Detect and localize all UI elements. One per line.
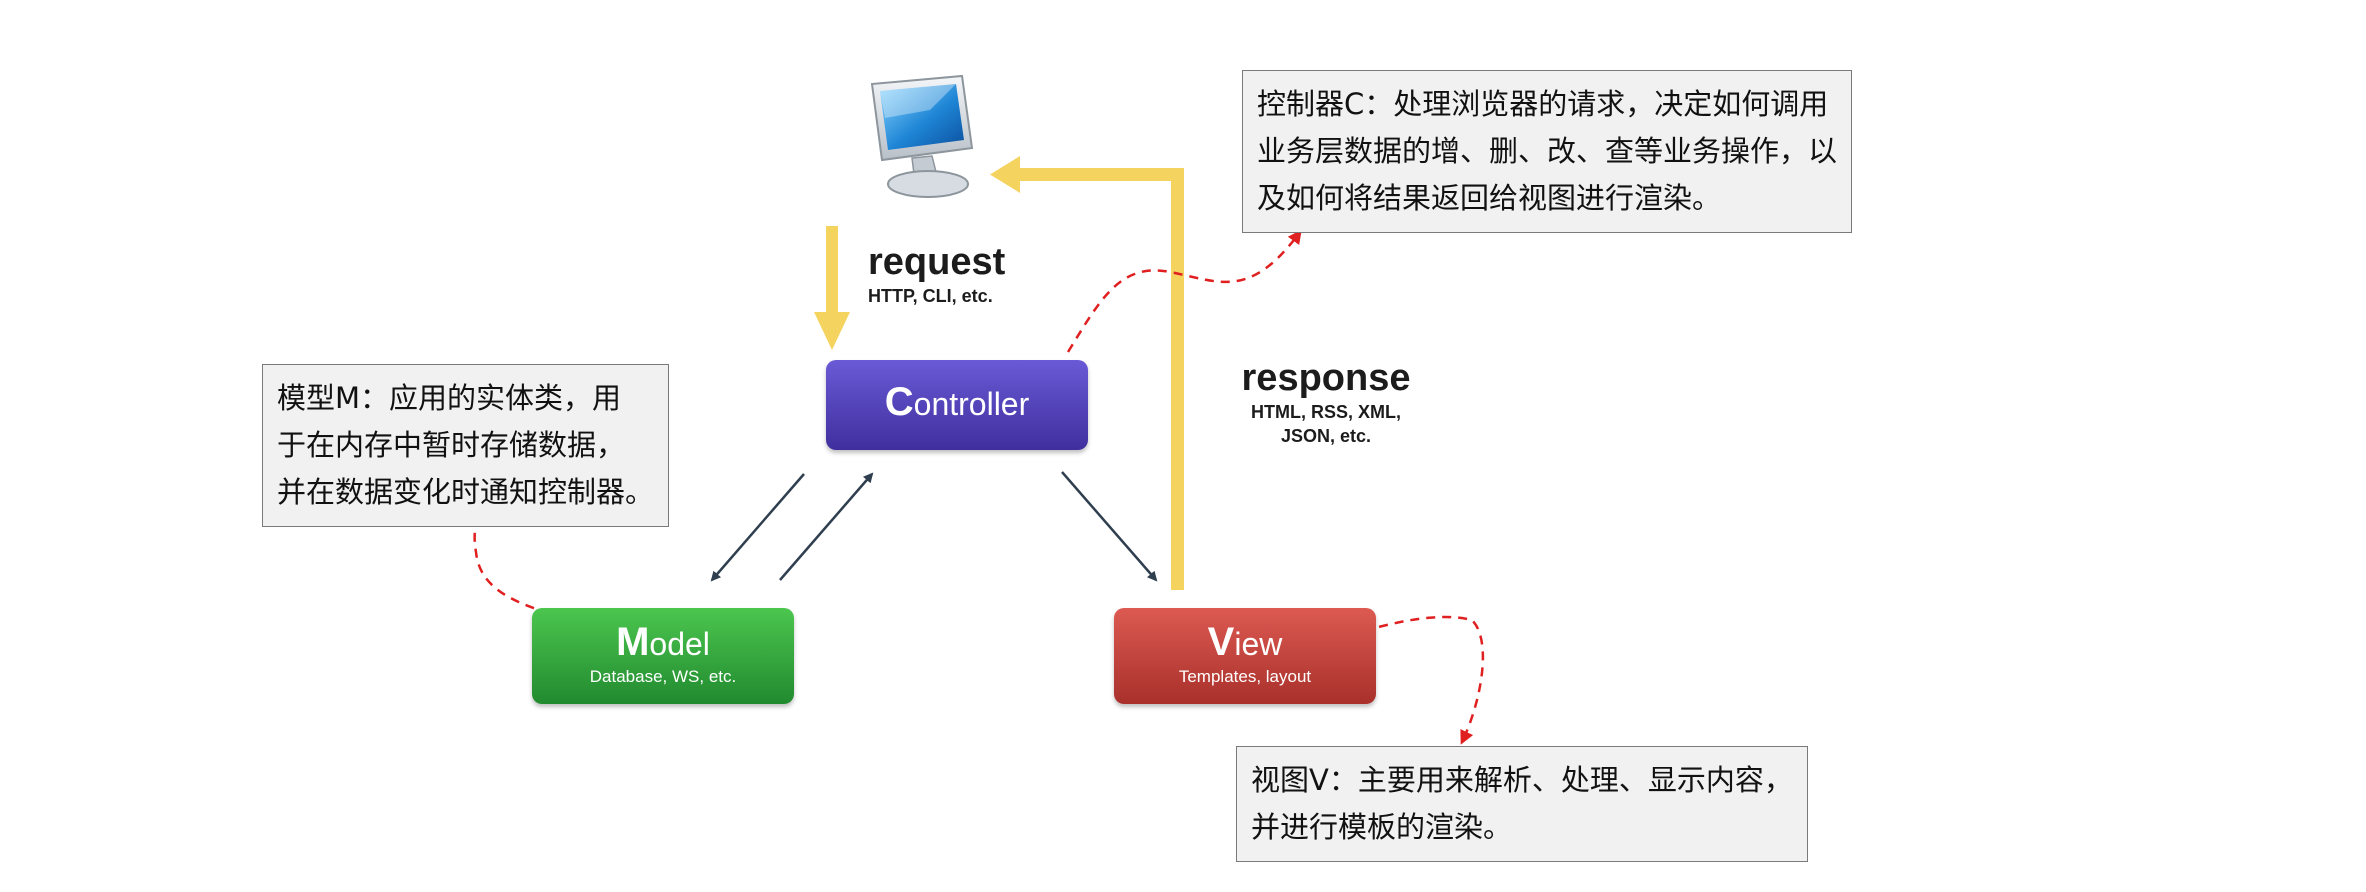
model-note-line-3: 并在数据变化时通知控制器。 xyxy=(277,475,655,509)
view-initial: V xyxy=(1207,620,1235,664)
view-name-rest: iew xyxy=(1234,626,1283,662)
response-subtitle-line-2: JSON, etc. xyxy=(1280,426,1372,446)
model-node: Model Database, WS, etc. xyxy=(532,608,794,704)
controller-to-model-arrow xyxy=(710,473,805,582)
view-title: View xyxy=(1114,622,1376,662)
view-subtitle: Templates, layout xyxy=(1178,667,1312,686)
response-subtitle-line-1: HTML, RSS, XML, xyxy=(1251,402,1401,422)
request-title: request xyxy=(868,241,1006,283)
model-subtitle: Database, WS, etc. xyxy=(589,667,737,686)
controller-note-leader xyxy=(1066,229,1302,353)
controller-name-rest: ontroller xyxy=(913,386,1030,422)
controller-note-line-2: 业务层数据的增、删、改、查等业务操作，以 xyxy=(1257,134,1838,168)
model-to-controller-arrow xyxy=(779,472,874,581)
response-title: response xyxy=(1241,357,1411,399)
computer-monitor-icon xyxy=(870,74,974,198)
model-name-rest: odel xyxy=(649,626,710,662)
request-arrow xyxy=(814,226,850,350)
view-note-line-2: 并进行模板的渲染。 xyxy=(1251,810,1513,844)
controller-title: Controller xyxy=(826,382,1088,422)
controller-to-view-arrow xyxy=(1061,471,1158,582)
controller-note-line-1: 控制器C：处理浏览器的请求，决定如何调用 xyxy=(1257,87,1829,121)
model-note-line-1: 模型M：应用的实体类，用 xyxy=(277,381,622,415)
view-note: 视图V：主要用来解析、处理、显示内容， 并进行模板的渲染。 xyxy=(1236,746,1808,862)
controller-node: Controller xyxy=(826,360,1088,450)
model-initial: M xyxy=(616,620,650,664)
view-node: View Templates, layout xyxy=(1114,608,1376,704)
model-note-line-2: 于在内存中暂时存储数据， xyxy=(277,428,626,462)
response-label: response HTML, RSS, XML, JSON, etc. xyxy=(1234,356,1418,448)
request-label: request HTTP, CLI, etc. xyxy=(868,240,1005,308)
view-note-line-1: 视图V：主要用来解析、处理、显示内容， xyxy=(1251,763,1793,797)
model-note: 模型M：应用的实体类，用 于在内存中暂时存储数据， 并在数据变化时通知控制器。 xyxy=(262,364,670,527)
request-subtitle: HTTP, CLI, etc. xyxy=(868,286,993,306)
model-title: Model xyxy=(532,622,794,662)
controller-initial: C xyxy=(884,380,914,424)
controller-note: 控制器C：处理浏览器的请求，决定如何调用 业务层数据的增、删、改、查等业务操作，… xyxy=(1242,70,1853,233)
controller-note-line-3: 及如何将结果返回给视图进行渲染。 xyxy=(1257,181,1722,215)
